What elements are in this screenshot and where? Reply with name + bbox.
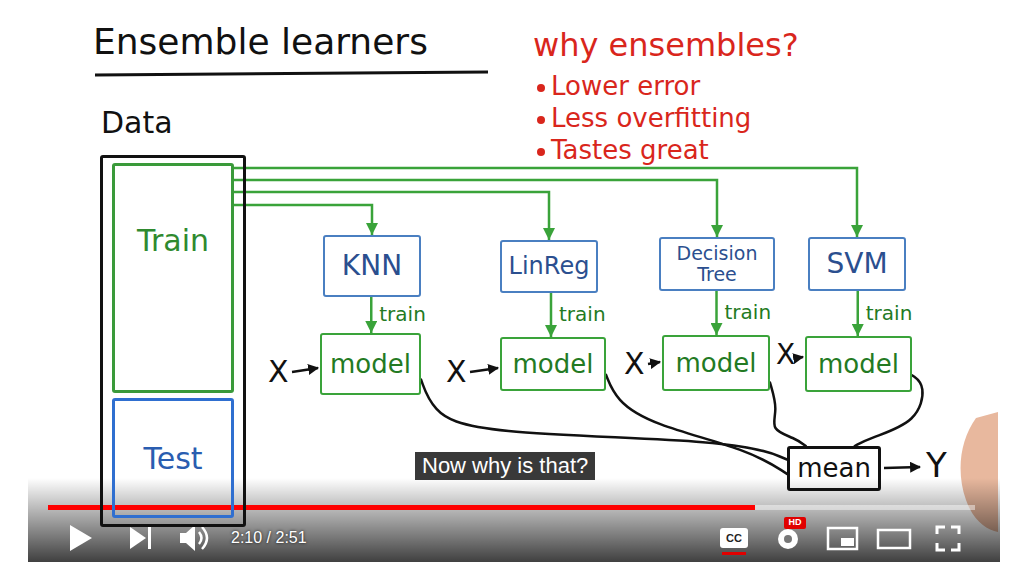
video-subtitle: Now why is that? [415,452,595,480]
input-label: X [446,355,467,388]
box-label: Train [137,224,209,257]
input-arrow [470,368,498,372]
settings-icon [778,529,798,549]
video-time: 2:10 / 2:51 [231,529,307,547]
input-label: X [776,340,795,371]
cc-icon [720,528,748,548]
connector [234,168,857,237]
cc-text: CC [720,532,748,544]
next-icon-bar [148,527,151,549]
train-box: Train [112,163,234,393]
box-label: SVM [826,249,887,280]
model-box: model [662,335,770,391]
box-heading: Data [101,106,173,139]
fullscreen-icon [937,527,959,550]
learner-box: SVM [808,237,906,291]
input-arrow [648,362,660,364]
miniplayer-inset [841,538,854,546]
heading-note: why ensembles? [533,28,799,63]
test-box: Test [112,398,234,518]
learner-box: Decision Tree [659,237,775,291]
connector [550,293,553,337]
connector [770,383,806,446]
model-box: model [320,333,421,395]
theater-icon [878,530,910,548]
model-box: model [500,337,606,391]
bullet-text: Lower error [551,72,700,101]
edge-label: train [864,302,915,324]
bullet-dot [537,84,545,92]
box-label: KNN [342,251,402,282]
box-label: LinReg [509,253,590,279]
progress-played [48,505,755,510]
output-label: Y [926,447,947,484]
mean-box: mean [787,446,881,491]
cc-underline [722,552,746,555]
connector [857,291,860,336]
box-label: model [676,349,757,378]
input-arrow [292,368,318,372]
learner-box: KNN [323,235,421,297]
connector [234,205,372,235]
settings-hole [784,535,792,543]
edge-label: train [377,303,428,325]
model-box: model [805,336,912,392]
connector [234,180,717,237]
hd-badge [784,517,806,529]
connector [855,375,923,446]
progress-track [48,505,975,510]
next-icon [130,527,146,549]
play-icon [70,525,92,551]
learner-box: LinReg [500,240,598,293]
box-label: mean [797,454,871,483]
input-label: X [268,355,289,388]
connector [715,291,718,335]
input-arrow [797,357,803,358]
edge-label: train [557,303,608,325]
box-label: Decision Tree [661,243,773,285]
box-label: model [513,350,594,379]
connector [234,192,549,240]
volume-waves [199,527,207,549]
box-label: model [818,350,899,379]
bullet-dot [537,148,545,156]
output-arrow [884,467,920,468]
hd-text: HD [784,518,806,528]
title-underline [95,72,488,75]
input-label: X [624,347,645,380]
bullet-text: Less overfitting [551,104,751,133]
box-label: Test [143,442,202,475]
connector [370,297,373,333]
edge-label: train [723,301,774,323]
bullet-dot [537,116,545,124]
bullet-text: Tastes great [551,136,709,165]
box-label: model [330,350,411,379]
miniplayer-icon [828,528,857,549]
data-box: DataTrainTest [100,155,246,527]
page-title: Ensemble learners [93,22,428,62]
volume-icon [180,525,195,551]
